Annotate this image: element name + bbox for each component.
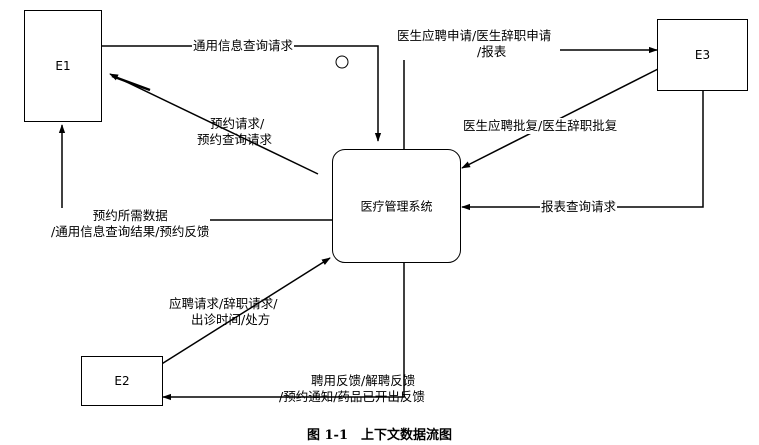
label-report-query-request: 报表查询请求 (540, 199, 618, 215)
flow-hire-feedback (162, 263, 405, 401)
entity-e3-label: E3 (694, 48, 711, 62)
label-hire-request: 应聘请求/辞职请求/ 出诊时间/处方 (169, 296, 278, 327)
flow-appointment-request-thick (111, 74, 151, 92)
entity-e2-label: E2 (114, 374, 130, 388)
label-doctor-application: 医生应聘申请/医生辞职申请 /报表 (396, 28, 553, 60)
label-hire-feedback: 聘用反馈/解聘反馈 /预约通知/药品已开出反馈 (279, 373, 425, 404)
entity-e1: E1 (24, 10, 102, 122)
flow-appointment-request (109, 73, 319, 175)
label-doctor-reply: 医生应聘批复/医生辞职批复 (462, 118, 619, 134)
entity-e1-label: E1 (55, 59, 71, 73)
process-medical-management-system: 医疗管理系统 (332, 149, 461, 263)
figure-caption: 图 1-1 上下文数据流图 (306, 428, 452, 443)
circle-marker (335, 55, 349, 69)
process-label: 医疗管理系统 (360, 199, 433, 214)
entity-e3: E3 (657, 19, 748, 91)
label-general-query-request: 通用信息查询请求 (192, 38, 295, 54)
label-appointment-data: 预约所需数据 /通用信息查询结果/预约反馈 (50, 208, 211, 240)
flow-hire-request (159, 257, 331, 366)
label-appointment-request: 预约请求/ 预约查询请求 (197, 116, 273, 147)
entity-e2: E2 (81, 356, 163, 406)
